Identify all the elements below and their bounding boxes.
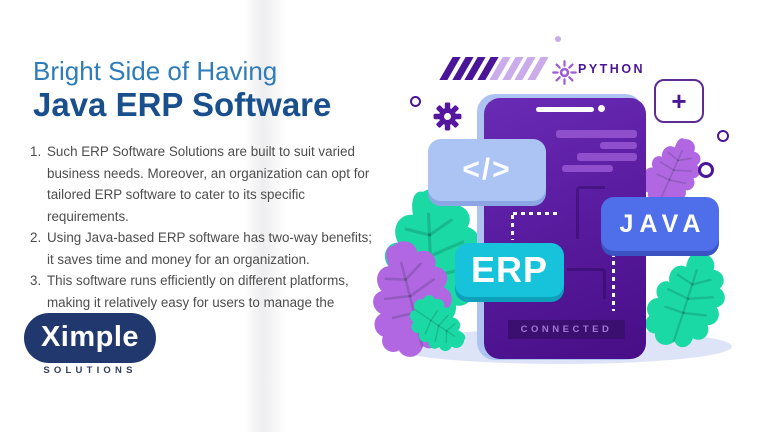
logo-tagline: SOLUTIONS xyxy=(43,365,137,376)
circuit-line xyxy=(567,268,606,299)
phone-camera-dot xyxy=(598,105,605,112)
erp-label: ERP xyxy=(470,249,549,290)
dotted-connector xyxy=(513,212,559,215)
sun-icon xyxy=(552,60,577,85)
circuit-line xyxy=(576,186,605,239)
page-title-line1: Bright Side of Having xyxy=(33,56,278,86)
gear-icon xyxy=(433,102,462,131)
screen-text-bar xyxy=(556,130,637,138)
phone-speaker-bar xyxy=(536,107,594,112)
column-divider-shading xyxy=(244,0,286,432)
slash-pattern xyxy=(439,57,549,80)
list-item-text: Using Java-based ERP software has two-wa… xyxy=(47,230,373,267)
list-item: 3. This software runs efficiently on dif… xyxy=(30,270,382,335)
code-icon: </> xyxy=(462,153,512,186)
list-item-text: Such ERP Software Solutions are built to… xyxy=(47,144,370,224)
benefits-list: 1. Such ERP Software Solutions are built… xyxy=(30,141,382,335)
screen-text-bar xyxy=(600,142,637,149)
connected-label: CONNECTED xyxy=(520,324,613,335)
ximple-logo: Ximple xyxy=(24,313,156,363)
connected-badge: CONNECTED xyxy=(508,320,625,339)
circle-outline-icon xyxy=(698,162,714,178)
code-badge: </> xyxy=(428,139,546,201)
dotted-connector xyxy=(511,215,514,240)
plus-icon: + xyxy=(671,86,687,116)
list-item: 2. Using Java-based ERP software has two… xyxy=(30,227,382,270)
dot-icon xyxy=(555,36,561,42)
circle-outline-icon xyxy=(717,130,729,142)
logo-brand-text: Ximple xyxy=(40,320,140,353)
java-label: JAVA xyxy=(619,209,707,238)
plus-button: + xyxy=(654,79,704,123)
java-badge: JAVA xyxy=(601,197,719,251)
list-item-number: 2. xyxy=(30,230,42,245)
circle-outline-icon xyxy=(410,96,421,107)
screen-text-bar xyxy=(562,165,613,172)
list-item-number: 1. xyxy=(30,144,42,159)
dotted-connector xyxy=(612,253,615,311)
list-item-number: 3. xyxy=(30,273,42,288)
list-item-text: This software runs efficiently on differ… xyxy=(47,273,349,331)
python-label: PYTHON xyxy=(578,62,646,76)
list-item: 1. Such ERP Software Solutions are built… xyxy=(30,141,382,227)
erp-badge: ERP xyxy=(455,243,564,297)
page-title-line2: Java ERP Software xyxy=(33,86,332,123)
screen-text-bar xyxy=(577,153,637,161)
